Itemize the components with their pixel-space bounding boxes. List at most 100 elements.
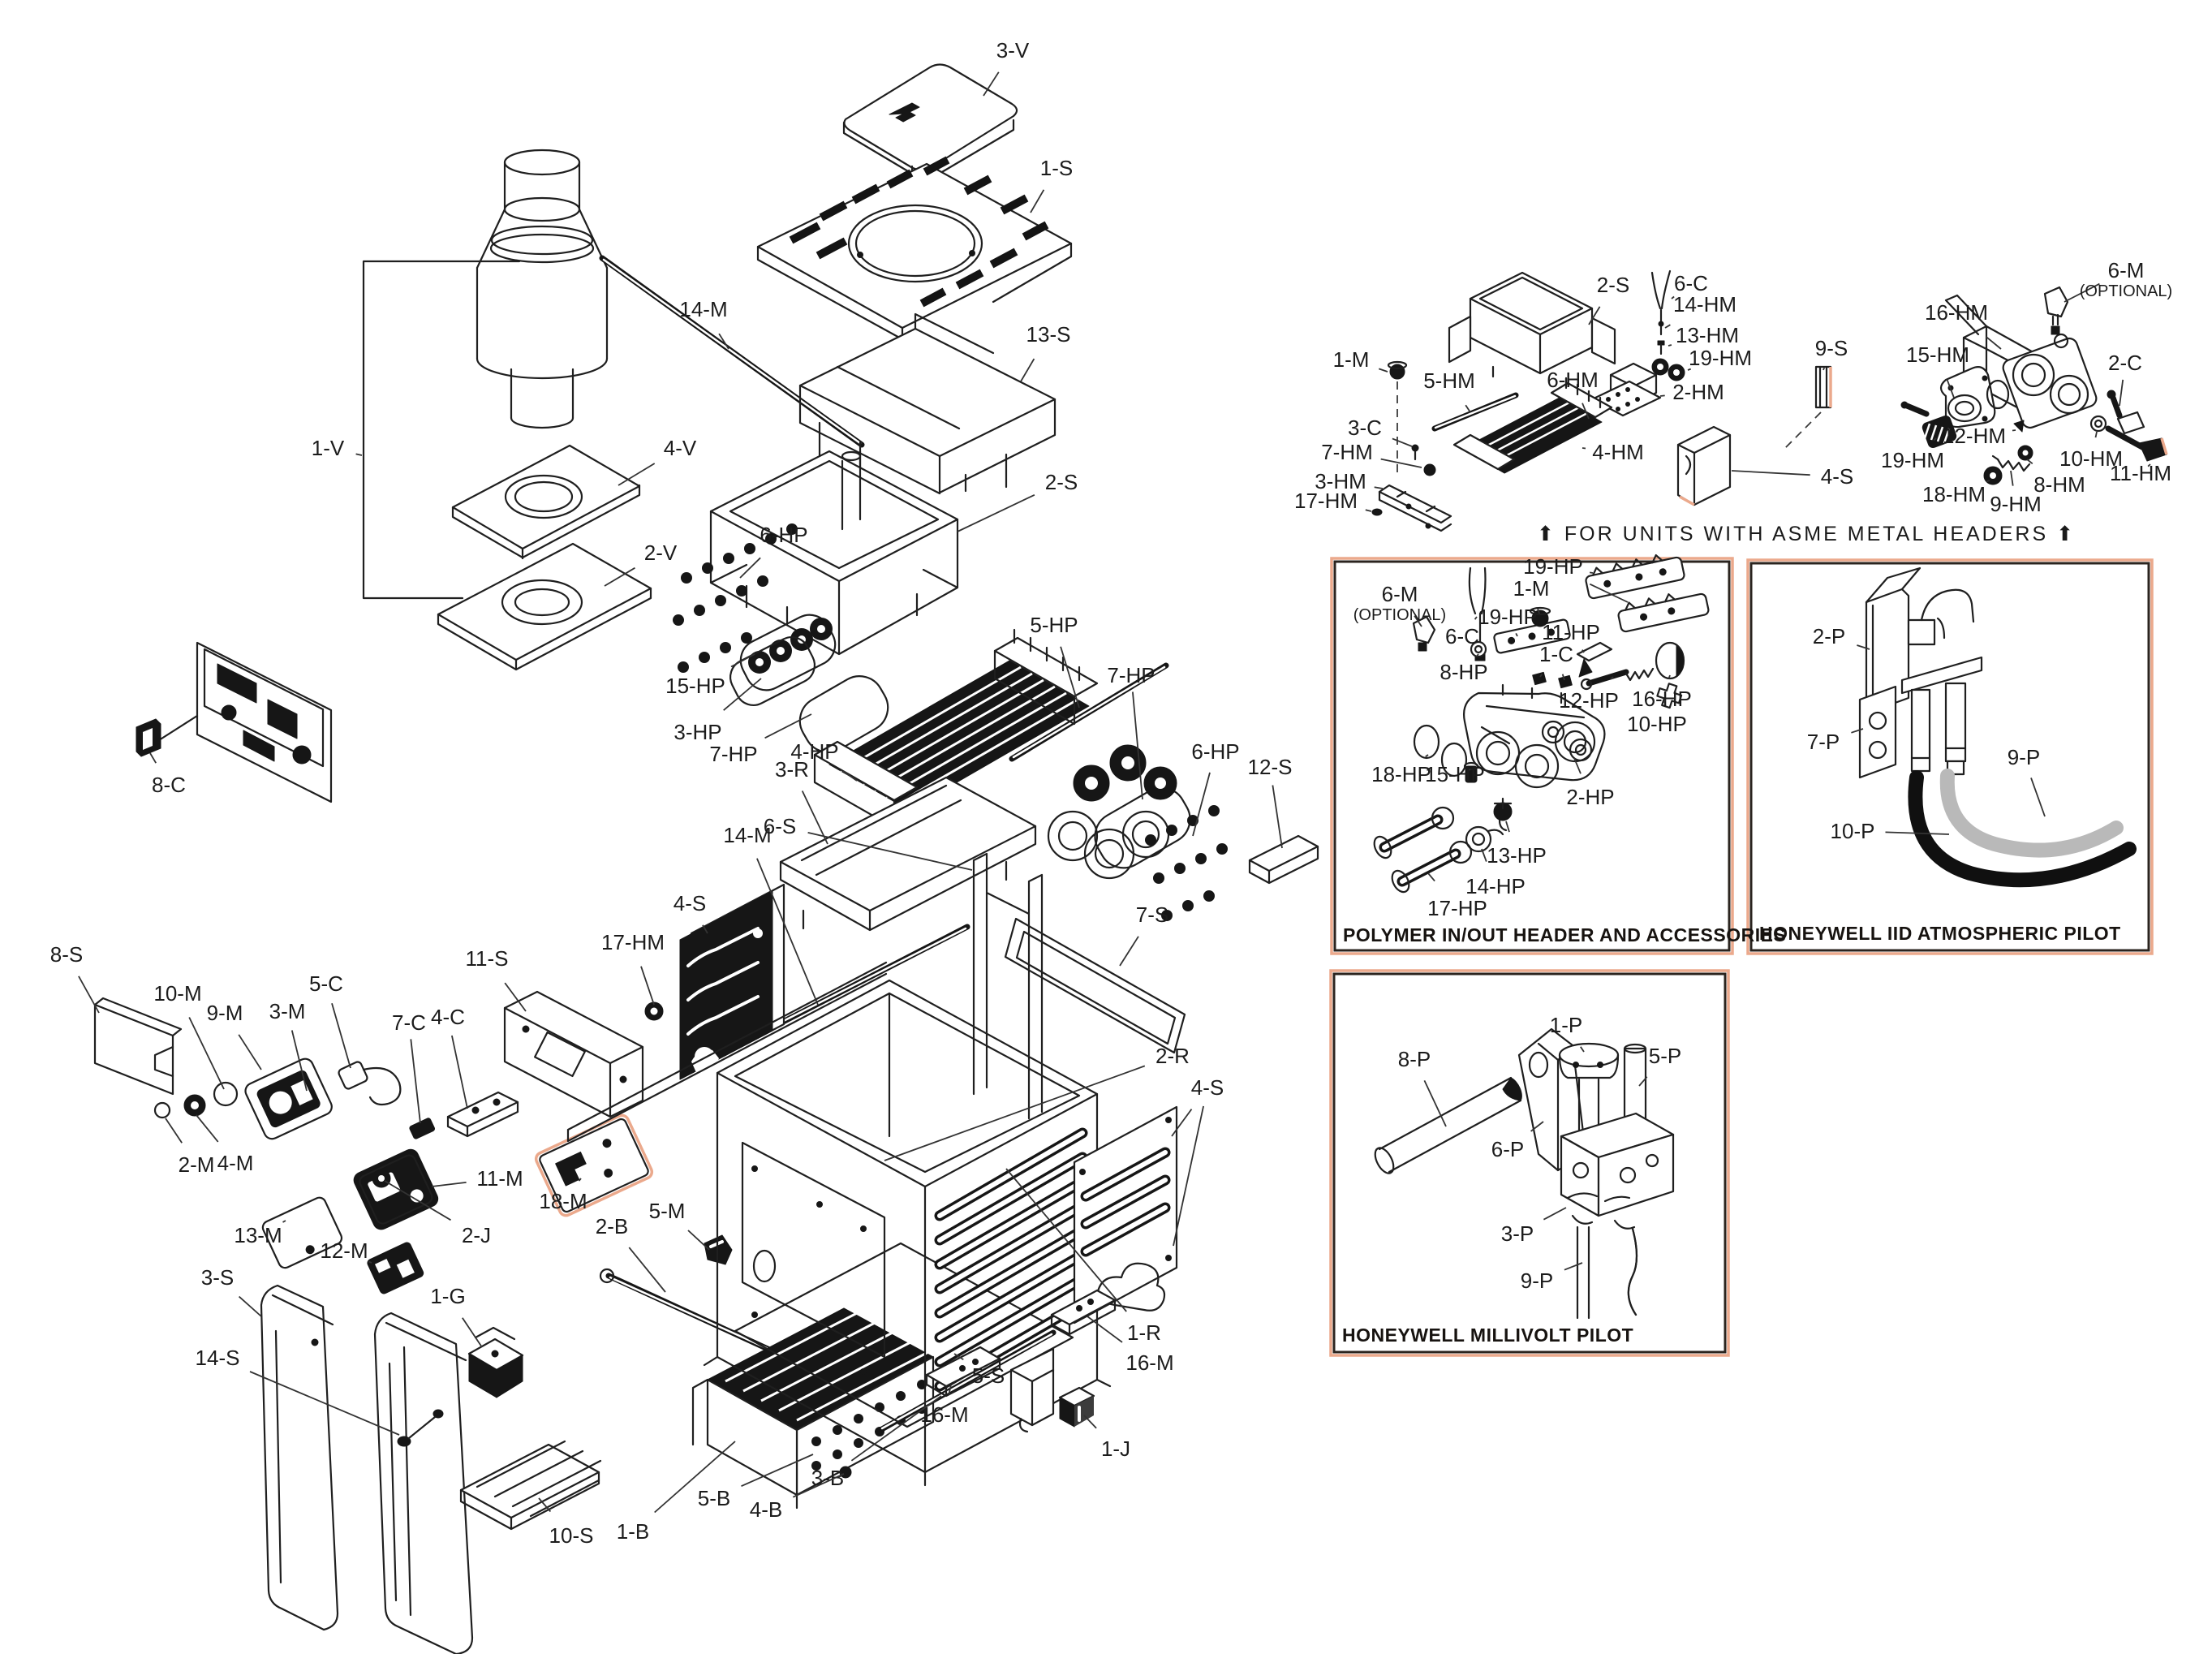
- svg-text:4-HP: 4-HP: [790, 739, 838, 764]
- part-label-main-4-v: 4-V: [618, 436, 697, 486]
- svg-text:16-HM: 16-HM: [1925, 300, 1988, 325]
- part-label-asme-14-hm: 14-HM: [1664, 292, 1736, 329]
- millivolt-box-border: [1332, 972, 1727, 1354]
- svg-text:16-M: 16-M: [920, 1402, 968, 1427]
- part-vent-plate-2v: [437, 542, 652, 671]
- svg-text:15-HP: 15-HP: [1425, 762, 1485, 786]
- part-label-main-18-m: 18-M: [539, 1178, 587, 1213]
- svg-text:6-M: 6-M: [1382, 582, 1418, 606]
- asme-part-bolt-11hm: [2105, 425, 2168, 462]
- part-label-main-3-r: 3-R: [775, 757, 828, 845]
- part-label-polymer-10-hp: 10-HP: [1627, 699, 1687, 736]
- svg-text:13-S: 13-S: [1026, 322, 1071, 347]
- part-top-cover: [842, 63, 1018, 177]
- svg-text:18-HM: 18-HM: [1922, 482, 1986, 506]
- svg-text:5-P: 5-P: [1649, 1044, 1681, 1068]
- part-label-main-12-s: 12-S: [1248, 755, 1292, 849]
- part-deflector-10s: [459, 1440, 602, 1531]
- part-label-main-2-r: 2-R: [884, 1044, 1190, 1161]
- svg-text:6-C: 6-C: [1445, 624, 1479, 648]
- svg-text:10-HM: 10-HM: [2059, 446, 2123, 471]
- polymer-part-union-14hp: [1465, 825, 1504, 853]
- svg-text:11-M: 11-M: [476, 1166, 523, 1191]
- svg-text:1-C: 1-C: [1539, 642, 1573, 666]
- svg-text:9-HM: 9-HM: [1990, 492, 2042, 516]
- part-label-main-6-hp: 6-HP: [739, 523, 808, 579]
- part-label-millivolt-9-p: 9-P: [1521, 1262, 1583, 1293]
- part-label-polymer-1-m: 1-M: [1513, 576, 1550, 614]
- svg-text:6-C: 6-C: [1674, 271, 1708, 295]
- part-label-polymer-6-c: 6-C: [1445, 616, 1479, 648]
- asme-part-screw-3c: [1411, 444, 1419, 461]
- svg-text:6-M: 6-M: [2108, 258, 2145, 282]
- part-gasket-7hp-left: [798, 675, 889, 753]
- polymer-box-title: POLYMER IN/OUT HEADER AND ACCESSORIES: [1343, 924, 1786, 945]
- svg-text:6-HP: 6-HP: [1191, 739, 1239, 764]
- part-label-polymer-19-hp: 19-HP: [1478, 605, 1538, 637]
- part-foot-16m-left: [925, 1346, 1001, 1398]
- iid-section: [1858, 566, 2137, 888]
- svg-text:14-HM: 14-HM: [1673, 292, 1736, 317]
- part-label-polymer-11-hp: 11-HP: [1542, 620, 1600, 653]
- part-label-asme-18-hm: 18-HM: [1922, 480, 1990, 506]
- part-label-main-9-m: 9-M: [207, 1001, 262, 1070]
- svg-text:16-M: 16-M: [1125, 1350, 1173, 1375]
- svg-text:1-M: 1-M: [1513, 576, 1550, 601]
- svg-text:1-S: 1-S: [1040, 156, 1073, 180]
- part-label-main-1-s: 1-S: [1030, 156, 1073, 213]
- part-label-asme-2-hm: 2-HM: [1659, 380, 1724, 404]
- svg-text:17-HM: 17-HM: [601, 930, 665, 954]
- svg-text:11-S: 11-S: [466, 946, 509, 971]
- part-label-iid-10-p: 10-P: [1831, 819, 1950, 843]
- svg-text:3-S: 3-S: [201, 1265, 234, 1290]
- part-chip-7c: [409, 1118, 436, 1139]
- part-label-asme-1-m: 1-M: [1333, 347, 1388, 373]
- part-top-panel: [756, 156, 1073, 342]
- iid-box-title: HONEYWELL IID ATMOSPHERIC PILOT: [1759, 923, 2121, 944]
- svg-text:2-R: 2-R: [1155, 1044, 1190, 1068]
- part-label-main-1-v: 1-V: [312, 436, 363, 460]
- svg-text:13-HP: 13-HP: [1487, 843, 1547, 868]
- svg-text:3-HM: 3-HM: [1315, 469, 1366, 493]
- millivolt-section: [1374, 1027, 1675, 1320]
- part-label-main-13-s: 13-S: [1020, 322, 1071, 382]
- part-label-main-12-m: 12-M: [320, 1238, 372, 1264]
- iid-part-wire-9p: [1939, 769, 2124, 858]
- part-plate-4c: [446, 1091, 519, 1138]
- polymer-part-nuts-2hp: [1541, 720, 1593, 762]
- polymer-part-pipes-17hp: [1373, 806, 1473, 894]
- part-screws-14s: [397, 1409, 444, 1447]
- part-grommets-6hp-left: [673, 523, 798, 673]
- part-label-main-3-hp: 3-HP: [673, 678, 762, 744]
- asme-part-flange-15hm: [1939, 366, 1996, 429]
- asme-part-igniter-6m: [2043, 286, 2069, 335]
- svg-text:(OPTIONAL): (OPTIONAL): [1353, 606, 1446, 624]
- svg-text:4-V: 4-V: [664, 436, 697, 460]
- part-label-main-6-hp: 6-HP: [1191, 739, 1240, 837]
- svg-text:4-S: 4-S: [1821, 464, 1853, 489]
- part-flue-frame-6s: [972, 852, 1044, 1120]
- millivolt-part-valve-3p: [1560, 1112, 1675, 1230]
- part-label-main-11-m: 11-M: [431, 1166, 523, 1191]
- part-rod-14m-lower: [753, 924, 970, 1039]
- svg-text:12-M: 12-M: [320, 1238, 368, 1263]
- part-label-asme-19-hm: 19-HM: [1687, 346, 1752, 371]
- part-label-asme-9-s: 9-S: [1815, 336, 1848, 371]
- part-label-polymer-18-hp: 18-HP: [1371, 754, 1431, 786]
- svg-text:2-C: 2-C: [2108, 351, 2142, 375]
- svg-text:8-P: 8-P: [1398, 1047, 1431, 1071]
- svg-text:3-P: 3-P: [1501, 1221, 1534, 1246]
- svg-text:9-M: 9-M: [207, 1001, 243, 1025]
- polymer-part-plates-19hp: [1585, 553, 1710, 633]
- svg-text:8-HP: 8-HP: [1440, 660, 1487, 684]
- part-label-polymer-1-c: 1-C: [1539, 642, 1573, 681]
- part-label-main-14-m: 14-M: [679, 297, 729, 350]
- part-label-main-7-s: 7-S: [1119, 902, 1168, 967]
- millivolt-box-accent: [1329, 969, 1730, 1357]
- iid-part-plate-7p: [1858, 685, 1897, 779]
- part-label-main-2-m: 2-M: [165, 1118, 214, 1177]
- polymer-part-flange-16hp: [1655, 641, 1685, 680]
- svg-text:3-HP: 3-HP: [673, 720, 721, 744]
- part-label-asme-15-hm: 15-HM: [1906, 342, 1969, 398]
